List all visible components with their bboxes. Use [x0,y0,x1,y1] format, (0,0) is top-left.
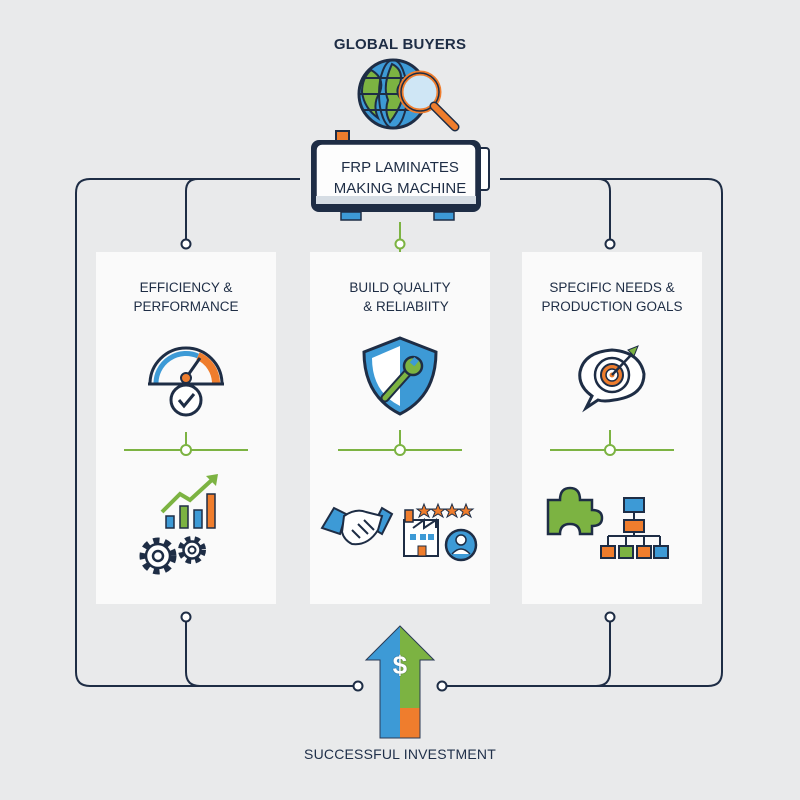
panel-title-needs: SPECIFIC NEEDS & PRODUCTION GOALS [522,278,702,316]
global-buyers-label: GLOBAL BUYERS [333,36,467,53]
target-speech-bubble-icon [578,345,646,413]
shield-wrench-icon [362,336,438,416]
panel-title-quality-line1: BUILD QUALITY [349,280,451,295]
successful-investment-label: SUCCESSFUL INVESTMENT [304,746,496,762]
panel-title-efficiency: EFFICIENCY & PERFORMANCE [96,278,276,316]
panel-title-needs-line2: PRODUCTION GOALS [541,299,683,314]
left-drop [185,178,300,240]
handshake-factory-rating-icon [320,502,478,562]
panel-title-efficiency-line1: EFFICIENCY & [139,280,233,295]
dollar-symbol: $ [392,650,408,680]
outer-right-loop [444,178,723,687]
right-bottom-link [444,620,611,687]
outer-left-loop [75,178,356,687]
puzzle-flowchart-icon [546,486,669,559]
panel-title-efficiency-line2: PERFORMANCE [133,299,239,314]
speedometer-check-icon [148,346,224,417]
investment-arrow-icon [364,625,436,739]
panel-title-needs-line1: SPECIFIC NEEDS & [549,280,675,295]
machine-icon [311,130,490,221]
panel-title-quality: BUILD QUALITY & RELIABIITY [310,278,490,316]
panel-title-quality-line2: & RELIABIITY [363,299,449,314]
panel-dividers [124,430,674,456]
machine-label-line2: MAKING MACHINE [333,180,467,197]
globe-search-icon [357,58,460,132]
connector-lines [75,178,723,687]
center-connector [394,222,406,252]
right-drop [500,178,611,240]
left-bottom-link [185,620,356,687]
connector-dots [180,238,616,692]
machine-label-line1: FRP LAMINATES [341,159,459,176]
growth-chart-gears-icon [139,474,218,575]
